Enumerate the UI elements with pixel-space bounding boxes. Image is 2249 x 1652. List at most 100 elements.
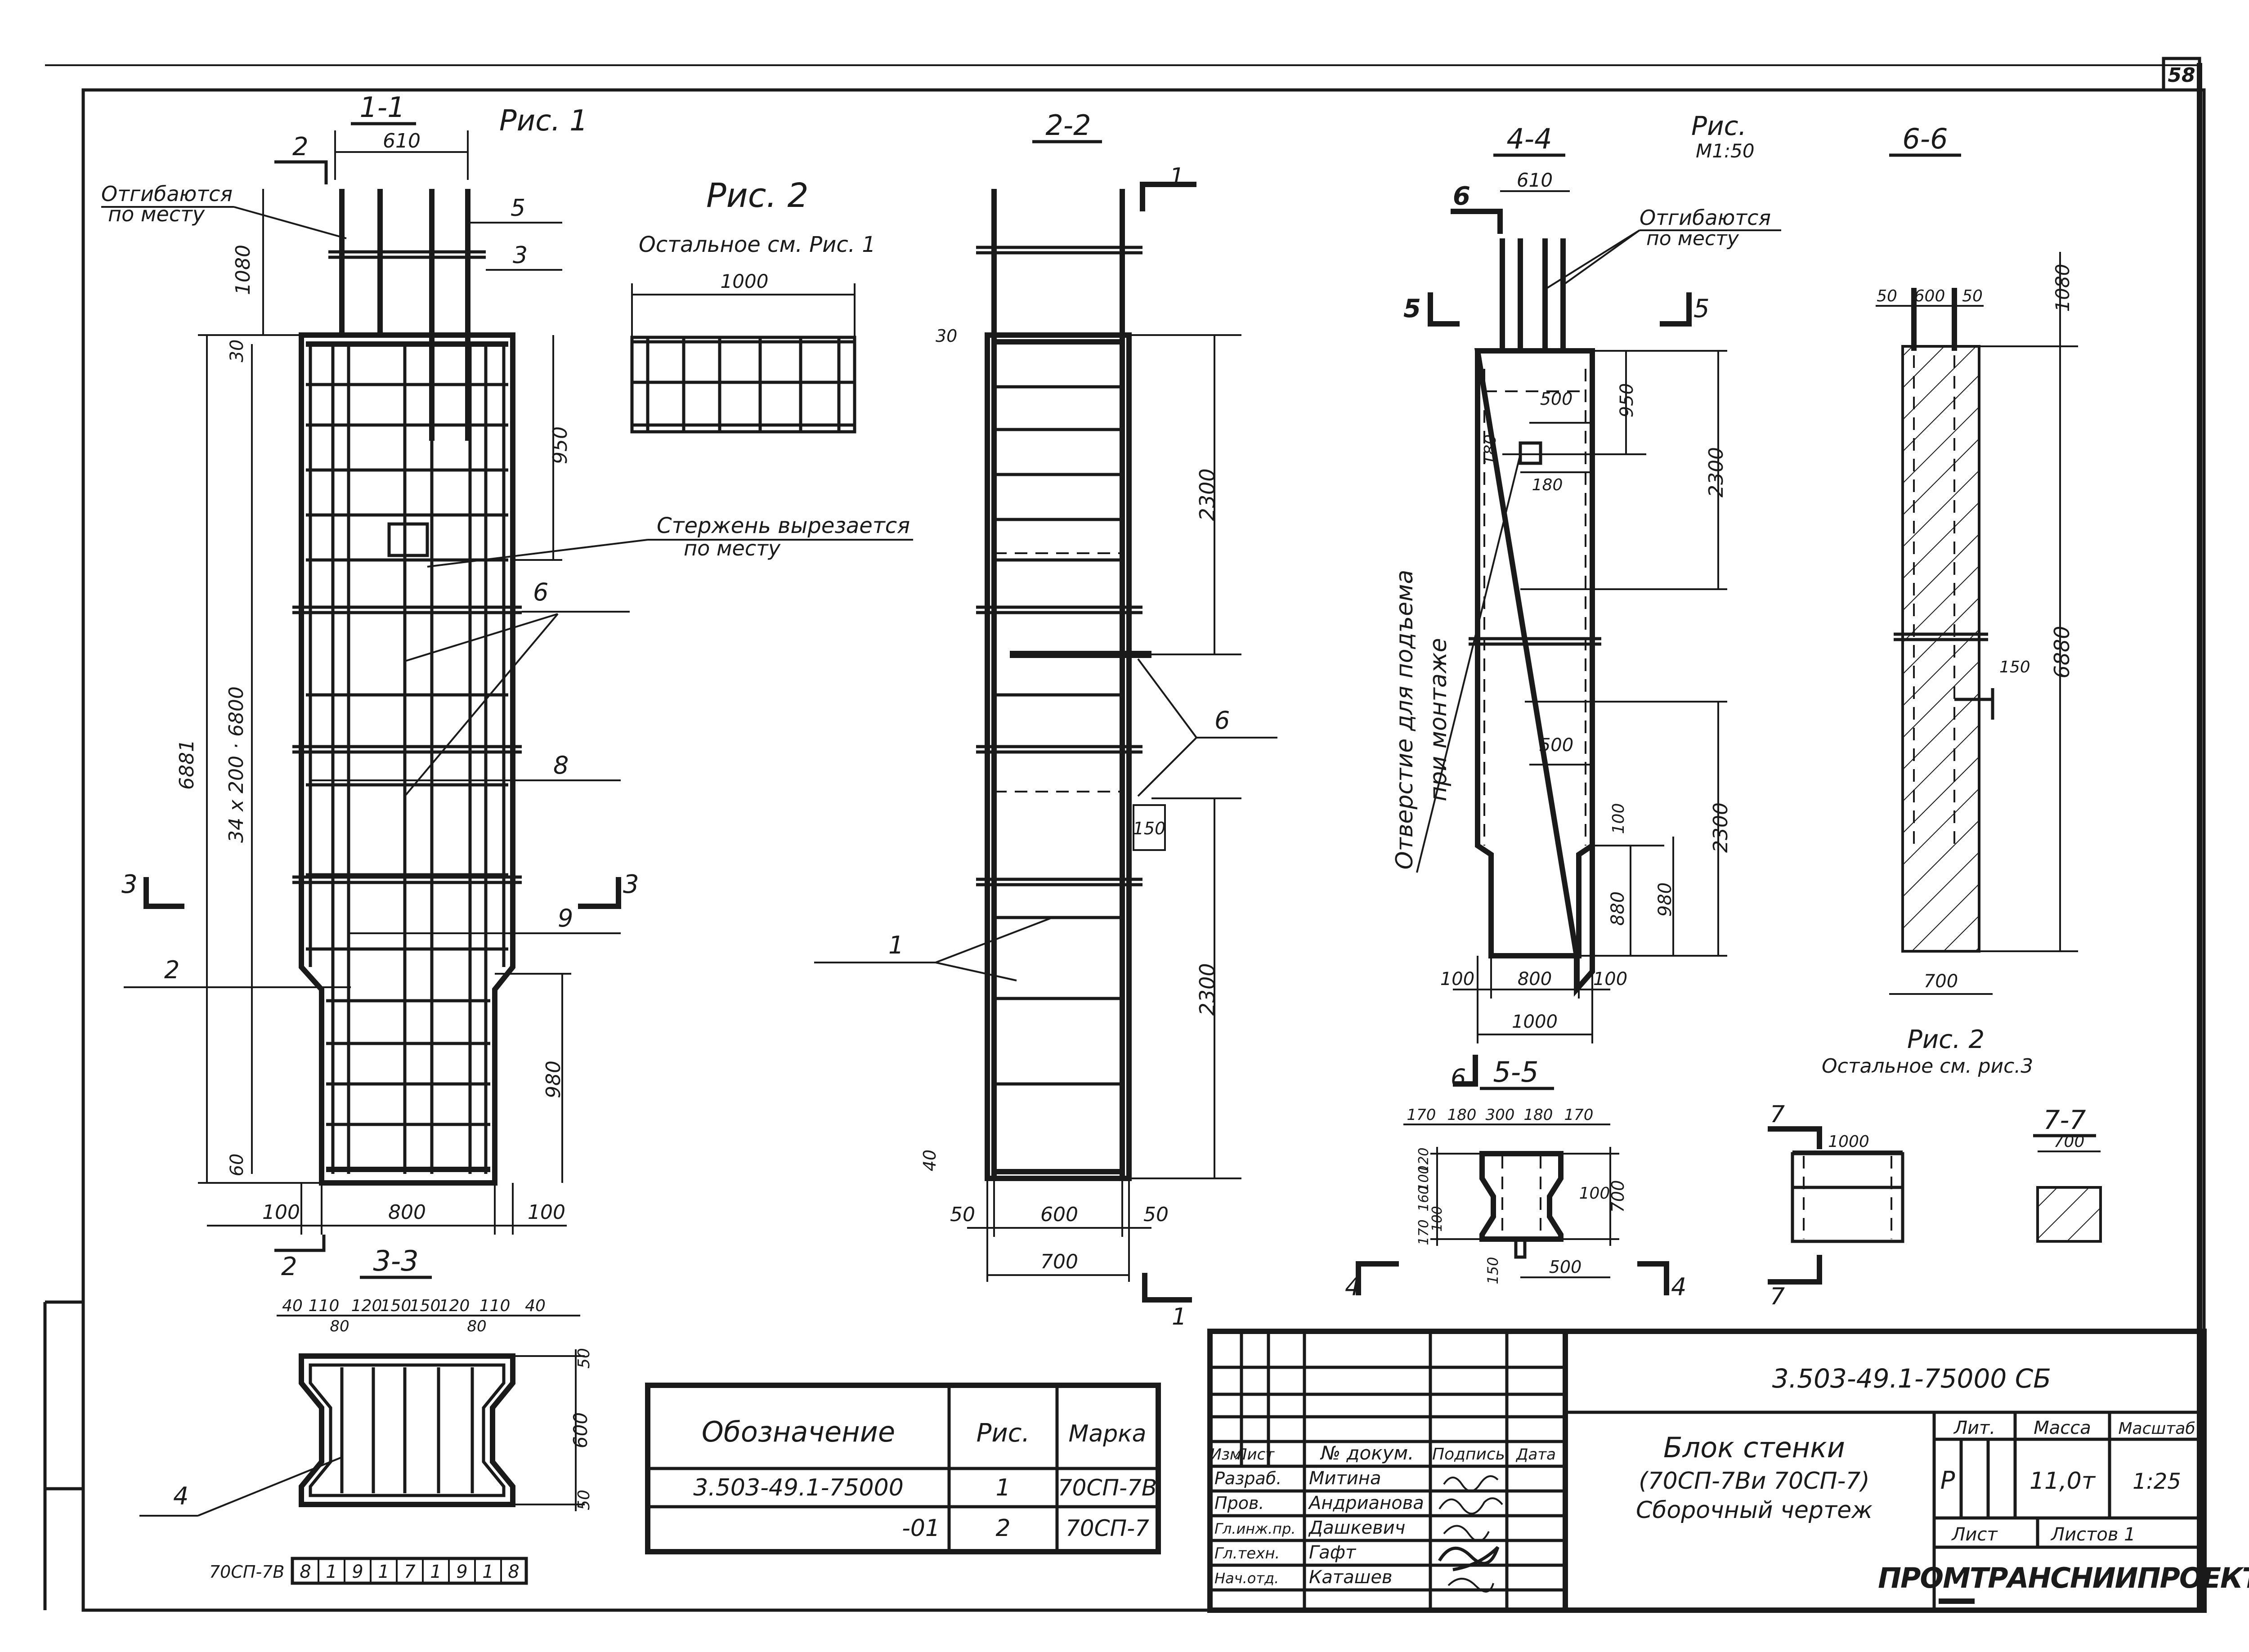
stamp-header-change: Изм <box>1210 1446 1241 1464</box>
dim-2-2-2300a: 2300 <box>1195 468 1219 521</box>
note-hole-line2: при монтаже <box>1425 638 1452 801</box>
dim-4-4-w100b: 100 <box>1593 969 1627 989</box>
dim-1-1-950: 950 <box>549 426 572 464</box>
section-7-7-body <box>2036 1186 2102 1243</box>
fig1-title: Рис. 1 <box>499 104 588 138</box>
dim-3-3-50b: 50 <box>575 1490 593 1510</box>
dim-2-2-w50a: 50 <box>950 1203 975 1226</box>
svg-text:120: 120 <box>439 1297 470 1315</box>
dim-2-2-40: 40 <box>920 1150 940 1171</box>
stamp-role-check: Пров. <box>1214 1493 1264 1513</box>
dim-5-5-top: 170 180 300 180 170 <box>1407 1106 1594 1124</box>
title-line3: Сборочный чертеж <box>1636 1497 1873 1524</box>
dim-6-6-w700: 700 <box>1924 971 1958 992</box>
dim-1-1-980: 980 <box>542 1061 565 1098</box>
pos-6b: 6 <box>1214 706 1230 734</box>
sheet-number-box <box>2162 57 2201 92</box>
svg-text:120: 120 <box>351 1297 382 1315</box>
dim-3-3-80b: 80 <box>467 1317 486 1335</box>
stamp-role-chief-tech: Гл.техн. <box>1214 1545 1280 1562</box>
stamp-name-chief-tech: Гафт <box>1309 1542 1357 1563</box>
title-line1: Блок стенки <box>1663 1431 1845 1464</box>
fig2b-panel: 7 1000 7 <box>1768 1101 1904 1310</box>
dim-1-1-total: 6881 <box>175 739 198 790</box>
cut-mark-7-bottom: 7 <box>1770 1283 1785 1310</box>
svg-text:120: 120 <box>1416 1147 1432 1173</box>
table-row: 1 <box>995 1474 1010 1501</box>
svg-text:7: 7 <box>404 1562 416 1582</box>
dim-4-4-180b: 180 <box>1532 476 1563 494</box>
note-bent-line1: Отгибаются <box>101 182 233 206</box>
section-label-6-6: 6-6 <box>1902 122 1948 155</box>
svg-text:160: 160 <box>1416 1186 1432 1211</box>
dim-2-2-w50b: 50 <box>1143 1203 1169 1226</box>
stamp-lit-value: Р <box>1940 1466 1955 1495</box>
svg-text:180: 180 <box>1447 1106 1477 1124</box>
dim-4-4-180a: 180 <box>1481 434 1500 466</box>
stamp-header-doc: № докум. <box>1320 1442 1414 1464</box>
dim-1-1-60: 60 <box>227 1154 247 1177</box>
dim-5-5-100: 100 <box>1579 1184 1610 1203</box>
view-5-5: 6 5-5 170 180 300 180 170 120 100 160 10… <box>1345 1055 1686 1301</box>
dim-4-4-500a: 500 <box>1540 389 1573 409</box>
org-name: ПРОМТРАНСНИИПРОЕКТ <box>1878 1562 2249 1594</box>
svg-text:9: 9 <box>352 1562 363 1582</box>
svg-text:100: 100 <box>1429 1206 1445 1231</box>
dim-6-6-h1080: 1080 <box>2052 264 2074 312</box>
svg-text:150: 150 <box>410 1297 441 1315</box>
note-bent-line2: по месту <box>108 202 205 226</box>
fig3-scale: М1:50 <box>1696 140 1755 162</box>
title-block: Изм Лист № докум. Подпись Дата Разраб. М… <box>1207 1329 2249 1613</box>
dim-6-6-150: 150 <box>1999 658 2030 676</box>
stamp-sheet-label: Лист <box>1951 1524 1998 1545</box>
dim-6-6-h6880: 6880 <box>2050 626 2074 678</box>
dim-4-4-950: 950 <box>1617 383 1637 417</box>
cut-mark-4-right: 4 <box>1671 1273 1686 1301</box>
table-row: 70СП-7В <box>1058 1475 1157 1501</box>
lifting-hole-4-4 <box>1519 441 1542 465</box>
stamp-mass-value: 11,0т <box>2029 1468 2096 1495</box>
dim-4-4-top-width: 610 <box>1517 169 1553 191</box>
stamp-header-date: Дата <box>1515 1446 1556 1464</box>
note-bent2-line1: Отгибаются <box>1640 206 1771 230</box>
dim-fig2-width: 1000 <box>721 270 769 292</box>
dim-2-2-2300b: 2300 <box>1195 963 1219 1016</box>
dim-4-4-2300a: 2300 <box>1705 447 1728 497</box>
pos-1: 1 <box>888 931 904 959</box>
svg-text:170: 170 <box>1407 1106 1436 1124</box>
svg-text:1: 1 <box>482 1562 493 1582</box>
table-row: -01 <box>902 1515 940 1542</box>
pos-4: 4 <box>173 1482 188 1510</box>
section-label-1-1: 1-1 <box>359 91 405 124</box>
stamp-scale-label: Масштаб <box>2118 1419 2195 1438</box>
fig2b-title: Рис. 2 <box>1907 1025 1985 1054</box>
cut-mark-2-top: 2 <box>292 132 309 161</box>
pos-6: 6 <box>533 578 548 606</box>
section-label-4-4: 4-4 <box>1506 122 1552 155</box>
cut-mark-6-bottom: 6 <box>1451 1064 1466 1092</box>
dim-5-5-150: 150 <box>1484 1257 1501 1284</box>
dim-5-5-left: 120 100 160 100 170 <box>1416 1147 1445 1245</box>
dim-1-1-w100a: 100 <box>262 1201 300 1224</box>
svg-text:170: 170 <box>1564 1106 1594 1124</box>
signature <box>1447 1578 1494 1593</box>
sheet-number: 58 <box>2168 64 2195 87</box>
stamp-header-signature: Подпись <box>1432 1445 1505 1464</box>
cut-mark-3-right: 3 <box>623 870 639 899</box>
svg-text:180: 180 <box>1524 1106 1553 1124</box>
table-row: 2 <box>995 1515 1010 1542</box>
svg-text:110: 110 <box>479 1297 511 1315</box>
fig3-title: Рис. <box>1691 111 1747 141</box>
svg-text:8: 8 <box>508 1562 519 1582</box>
dim-1-1-w100b: 100 <box>528 1201 565 1224</box>
stamp-role-head: Нач.отд. <box>1214 1570 1279 1587</box>
svg-text:150: 150 <box>381 1297 412 1315</box>
view-4-4: 4-4 Рис. М1:50 610 6 Отгибаются по месту… <box>1391 111 1781 1043</box>
dim-4-4-880: 880 <box>1608 891 1628 926</box>
dim-3-3-top: 40 110 120 150 150 120 110 40 <box>282 1297 546 1315</box>
fig2-panel: Рис. 2 Остальное см. Рис. 1 1000 <box>630 176 876 434</box>
dim-4-4-980: 980 <box>1655 882 1676 917</box>
dim-7-7-700: 700 <box>2054 1133 2085 1151</box>
cut-mark-6-top: 6 <box>1453 182 1470 211</box>
